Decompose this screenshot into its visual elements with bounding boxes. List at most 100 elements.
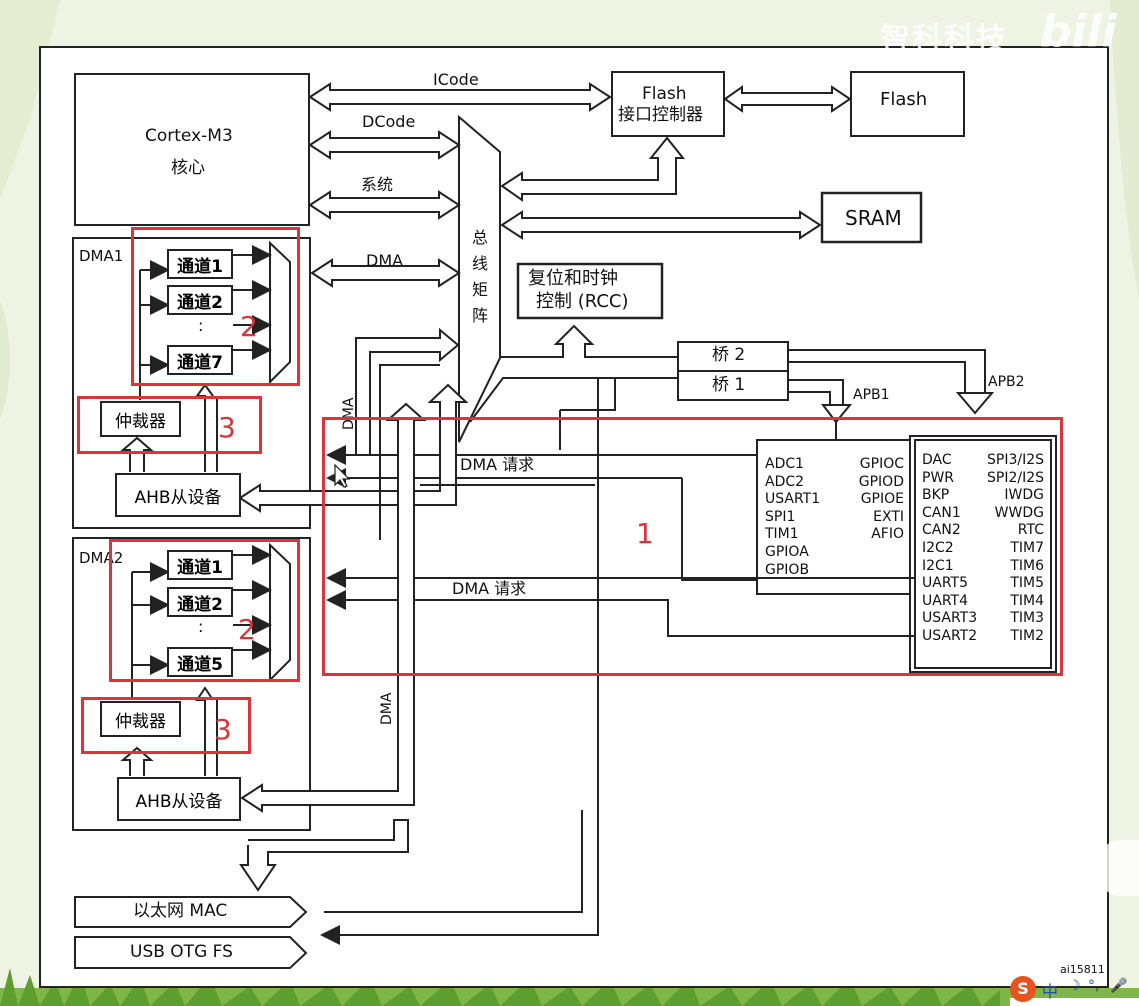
apb2-peripheral-exti: EXTI <box>873 508 904 525</box>
apb1-label: APB1 <box>853 387 890 403</box>
watermark-logo: bili <box>1040 6 1117 57</box>
annotation-box-3-dma1 <box>77 396 262 454</box>
usb-label: USB OTG FS <box>130 942 233 962</box>
apb2-peripheral-gpioe: GPIOE <box>860 491 904 508</box>
apb2-peripheral-usart1: USART1 <box>765 491 821 508</box>
apb1-peripheral-i2c2: I2C2 <box>922 539 954 556</box>
apb2-peripheral-gpiob: GPIOB <box>765 561 810 578</box>
ime-toolbar[interactable]: S 中 ☽ °, 🎤 <box>1010 976 1139 1006</box>
dcode-bus-arrow <box>308 130 461 160</box>
apb2-peripheral-gpioc: GPIOC <box>859 456 904 472</box>
system-bus-arrow <box>308 190 461 220</box>
apb2-label: APB2 <box>988 374 1025 390</box>
bus-matrix-label: 总线矩阵 <box>472 228 489 325</box>
cortex-box <box>74 73 310 226</box>
apb2-peripheral-spi1: SPI1 <box>765 508 796 525</box>
apb2-peripheral-gpiod: GPIOD <box>858 473 904 490</box>
mouse-cursor <box>334 463 351 488</box>
apb1-peripheral-can2: CAN2 <box>922 522 961 539</box>
dma2-arbiter: 仲裁器 <box>100 701 181 737</box>
icode-label: ICode <box>433 70 479 89</box>
dma2-channel-1: 通道1 <box>167 550 233 580</box>
watermark-text: 智科科技 <box>880 22 1008 57</box>
apb1-peripheral-rtc: RTC <box>1017 522 1044 539</box>
apb1-peripheral-wwdg: WWDG <box>994 504 1044 521</box>
flash-ctrl-label-2: 接口控制器 <box>618 105 703 125</box>
apb1-peripheral-tim7: TIM7 <box>1010 539 1044 556</box>
system-bus-label: 系统 <box>361 175 394 194</box>
dma1-channel-1: 通道1 <box>167 249 233 279</box>
apb1-peripheral-uart4: UART4 <box>922 592 968 609</box>
ime-punctuation-icon[interactable]: °, <box>1088 978 1100 994</box>
apb1-peripheral-iwdg: IWDG <box>1004 487 1044 504</box>
apb1-peripheral-tim3: TIM3 <box>1010 610 1044 627</box>
dma-request-label-2: DMA 请求 <box>452 579 527 598</box>
usb-box <box>74 936 308 969</box>
apb1-peripheral-box <box>914 439 1052 669</box>
apb1-peripheral-tim6: TIM6 <box>1010 557 1044 574</box>
ime-language-toggle[interactable]: 中 <box>1042 982 1059 1001</box>
apb1-peripheral-uart5: UART5 <box>922 575 968 592</box>
bridge2-box <box>677 341 789 372</box>
apb1-peripheral-tim4: TIM4 <box>1010 592 1044 609</box>
apb1-peripheral-tim5: TIM5 <box>1010 575 1044 592</box>
dcode-label: DCode <box>362 112 416 131</box>
rcc-label-2: 控制 (RCC) <box>536 291 629 312</box>
dma-bus-arrow <box>310 258 461 288</box>
dma2-title: DMA2 <box>79 549 124 567</box>
apb2-peripheral-tim1: TIM1 <box>765 526 799 543</box>
figure-id: ai15811 <box>1060 963 1105 976</box>
flash-label: Flash <box>880 89 928 110</box>
dma-bus-label: DMA <box>366 251 404 270</box>
side-panel-toggle[interactable] <box>1100 840 1139 896</box>
apb2-peripheral-adc1: ADC1 <box>765 456 805 472</box>
apb2-peripheral-gpioa: GPIOA <box>765 543 809 560</box>
annotation-box-1 <box>322 417 1063 676</box>
annotation-number-3a: 3 <box>218 411 236 444</box>
dma1-channel-2: 通道2 <box>167 285 233 315</box>
dma2-ahb-slave: AHB从设备 <box>117 777 241 821</box>
apb1-peripheral-usart3: USART3 <box>922 610 978 627</box>
flash-ctrl-label-1: Flash <box>642 84 687 104</box>
annotation-box-3-dma2 <box>81 697 251 754</box>
annotation-box-2-dma2 <box>109 539 300 682</box>
apb1-peripheral-tim2: TIM2 <box>1010 627 1044 644</box>
flash-ctrl-box <box>611 71 725 137</box>
bridge2-label: 桥 2 <box>712 345 746 365</box>
dma-request-label-1: DMA 请求 <box>460 455 535 474</box>
apb2-peripheral-adc2: ADC2 <box>765 473 805 490</box>
matrix-to-sram-arrow <box>500 210 822 240</box>
ethernet-label: 以太网 MAC <box>133 901 228 921</box>
apb1-peripheral-i2c1: I2C1 <box>922 557 954 574</box>
cortex-title: Cortex-M3 <box>145 126 233 146</box>
dma1-block <box>72 237 311 529</box>
grass-border <box>0 968 1139 1006</box>
apb1-peripheral-dac: DAC <box>922 452 952 468</box>
apb1-peripheral-pwr: PWR <box>922 469 955 486</box>
sogou-ime-icon[interactable]: S <box>1010 976 1036 1002</box>
sram-label: SRAM <box>845 206 902 230</box>
dma-vertical-label-2: DMA <box>379 692 395 725</box>
apb1-peripheral-spi2-i2s: SPI2/I2S <box>986 469 1044 486</box>
apb2-peripheral-box <box>756 439 911 595</box>
dma2-channel-2: 通道2 <box>167 587 233 617</box>
dma1-channel-ellipsis: : <box>198 316 204 335</box>
ime-moon-icon[interactable]: ☽ <box>1068 978 1081 994</box>
annotation-box-2-dma1 <box>131 227 300 386</box>
icode-bus-arrow <box>308 82 612 112</box>
matrix-to-flash-arrow <box>500 136 686 202</box>
ethernet-box <box>74 896 308 928</box>
flash-box <box>850 71 965 137</box>
bridge1-label: 桥 1 <box>712 375 746 395</box>
dma2-channel-ellipsis: : <box>198 617 204 636</box>
dma2-channel-5: 通道5 <box>167 647 233 677</box>
matrix-to-rcc-line <box>500 324 678 358</box>
ime-microphone-icon[interactable]: 🎤 <box>1110 978 1128 994</box>
dma1-channel-7: 通道7 <box>167 345 233 375</box>
annotation-number-2b: 2 <box>238 613 256 646</box>
